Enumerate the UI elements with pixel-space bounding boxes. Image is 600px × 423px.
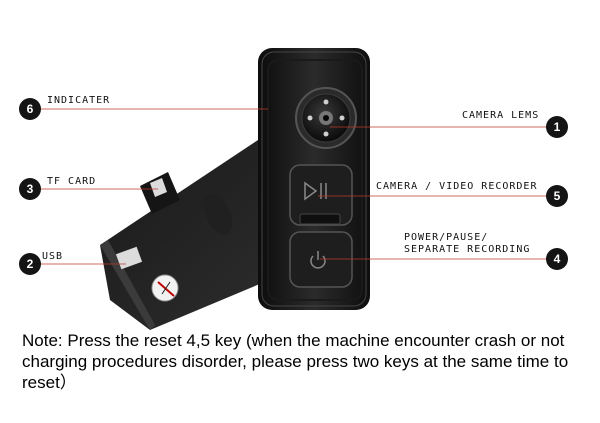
label-tf-card: TF CARD — [47, 176, 97, 187]
device-clip — [100, 140, 305, 330]
tf-card — [140, 172, 180, 214]
reset-sticker — [151, 274, 179, 302]
record-button — [289, 164, 353, 226]
label-camera-lens: CAMERA LEMS — [462, 110, 540, 121]
label-camera-video-recorder: CAMERA / VIDEO RECORDER — [376, 181, 538, 192]
power-button — [289, 231, 353, 288]
reset-note: Note: Press the reset 4,5 key (when the … — [22, 331, 569, 392]
camera-lens — [295, 87, 357, 149]
callout-badge-2: 2 — [19, 253, 41, 275]
callout-badge-3: 3 — [19, 178, 41, 200]
leader-lines — [40, 108, 548, 265]
button-divider — [299, 213, 341, 225]
callout-badge-6: 6 — [19, 98, 41, 120]
callout-badge-5: 5 — [546, 185, 568, 207]
callout-badge-1: 1 — [546, 116, 568, 138]
callout-badge-4: 4 — [546, 248, 568, 270]
label-power-pause-line2: SEPARATE RECORDING — [404, 244, 531, 255]
label-usb: USB — [42, 251, 64, 262]
label-power-pause-line1: POWER/PAUSE/ — [404, 232, 489, 243]
label-indicater: INDICATER — [47, 95, 111, 106]
